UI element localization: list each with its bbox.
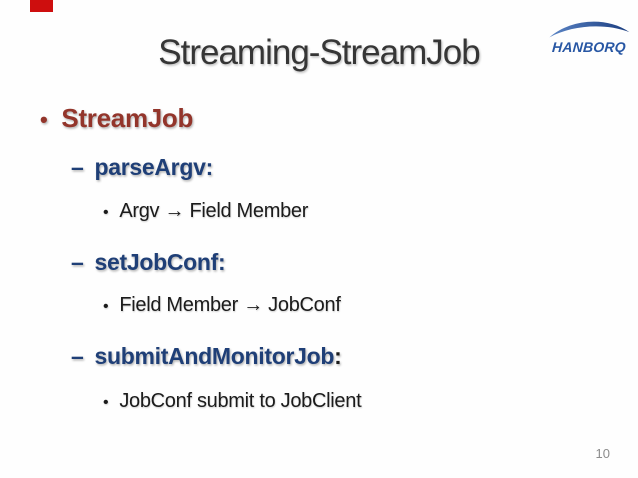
- sub-bullet-field-member-jobconf: • Field Member → JobConf: [103, 294, 341, 317]
- bullet-label-suffix: :: [334, 343, 342, 369]
- bullet-item-streamjob: • StreamJob: [40, 103, 193, 134]
- logo-wordmark: HANBORQ: [551, 39, 627, 55]
- dash-icon: –: [71, 343, 84, 369]
- page-number: 10: [595, 446, 610, 461]
- bullet-label: parseArgv:: [94, 154, 214, 180]
- bullet-icon: •: [103, 204, 109, 221]
- sub-bullet-text: JobConf submit to JobClient: [119, 390, 362, 412]
- bullet-item-submitandmonitorjob: – submitAndMonitorJob :: [71, 343, 342, 370]
- bullet-label: submitAndMonitorJob: [94, 343, 335, 369]
- bullet-item-parseargv: – parseArgv:: [71, 154, 213, 181]
- sub-bullet-argv-field-member: • Argv → Field Member: [103, 200, 308, 223]
- hanborq-logo: HANBORQ: [546, 14, 632, 72]
- slide-title: Streaming-StreamJob: [158, 33, 480, 72]
- red-marker: [30, 0, 53, 12]
- sub-bullet-text: Argv → Field Member: [119, 200, 309, 222]
- bullet-label: StreamJob: [61, 103, 194, 133]
- dash-icon: –: [71, 249, 84, 275]
- dash-icon: –: [71, 154, 84, 180]
- sub-bullet-jobconf-submit-jobclient: • JobConf submit to JobClient: [103, 390, 362, 413]
- bullet-icon: •: [103, 394, 109, 411]
- sub-bullet-text: Field Member → JobConf: [119, 294, 341, 316]
- bullet-item-setjobconf: – setJobConf:: [71, 249, 226, 276]
- logo-swoosh-icon: [549, 21, 630, 38]
- bullet-label: setJobConf:: [94, 249, 226, 275]
- bullet-icon: •: [103, 298, 109, 315]
- bullet-icon: •: [40, 107, 48, 132]
